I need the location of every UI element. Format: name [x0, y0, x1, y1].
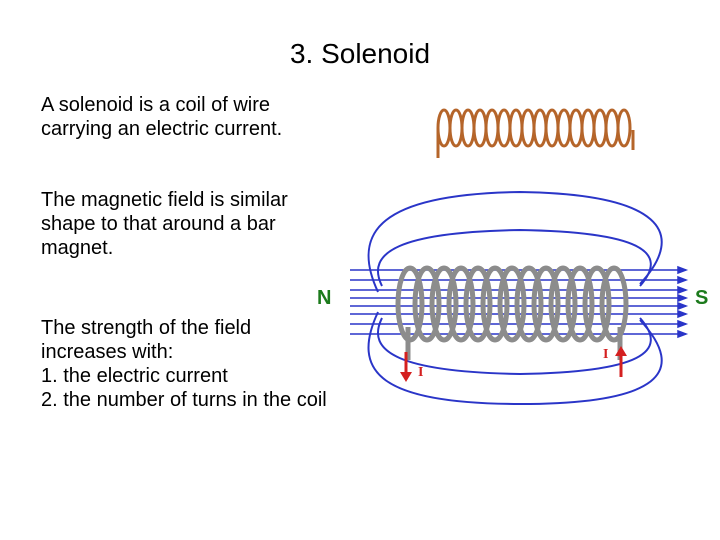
solenoid-field-diagram: I I	[350, 190, 689, 406]
solenoid-turn	[514, 265, 544, 343]
solenoid-turn	[463, 265, 493, 343]
solenoid-turn	[599, 265, 629, 343]
solenoid-turn	[429, 265, 459, 343]
text-line: The strength of the field	[41, 317, 252, 339]
coil-turn	[436, 108, 452, 148]
field-arrowhead	[677, 319, 689, 329]
list-item: 1. the electric current	[41, 365, 228, 387]
field-loop-upper	[367, 190, 663, 293]
coil-turn	[448, 108, 464, 148]
text-line: A solenoid is a coil of wire	[41, 94, 271, 116]
coil-turn	[616, 108, 632, 148]
current-arrow-down	[400, 352, 412, 382]
coil-turn	[460, 108, 476, 148]
text-line: carrying an electric current.	[41, 118, 283, 140]
current-label-left: I	[418, 365, 423, 380]
field-arrowhead	[677, 301, 689, 311]
solenoid-turn	[446, 265, 476, 343]
copper-coil-image	[436, 108, 635, 158]
text-line: magnet.	[41, 237, 114, 259]
solenoid-turn	[582, 265, 612, 343]
solenoid-turn	[497, 265, 527, 343]
field-strength-text: The strength of the field increases with…	[41, 316, 441, 412]
coil-turn	[496, 108, 512, 148]
coil-turn	[532, 108, 548, 148]
field-arrowhead	[677, 275, 689, 285]
coil-turn	[604, 108, 620, 148]
current-label-right: I	[603, 347, 608, 362]
solenoid-turn	[412, 265, 442, 343]
coil-turn	[472, 108, 488, 148]
field-shape-text: The magnetic field is similar shape to t…	[41, 188, 341, 260]
coil-turn	[484, 108, 500, 148]
field-arrowhead	[677, 329, 689, 339]
coil-turn	[592, 108, 608, 148]
list-item: 2. the number of turns in the coil	[41, 389, 327, 411]
solenoid-turn	[480, 265, 510, 343]
north-pole-label: N	[317, 287, 332, 309]
coil-turn	[568, 108, 584, 148]
field-arrowhead	[677, 309, 689, 319]
solenoid-turn	[531, 265, 561, 343]
solenoid-turn	[548, 265, 578, 343]
field-arrowhead	[677, 265, 689, 275]
coil-turn	[520, 108, 536, 148]
field-loop-upper-inner	[377, 228, 652, 287]
text-line: increases with:	[41, 341, 174, 363]
field-arrowhead	[677, 293, 689, 303]
slide-title: 3. Solenoid	[289, 38, 431, 69]
field-loop-lower-inner	[377, 317, 652, 376]
solenoid-turn	[565, 265, 595, 343]
south-pole-label: S	[695, 287, 709, 309]
solenoid-definition: A solenoid is a coil of wire carrying an…	[41, 93, 351, 141]
text-line: shape to that around a bar	[41, 213, 276, 235]
coil-turn	[544, 108, 560, 148]
field-loop-lower	[367, 311, 663, 406]
coil-turn	[556, 108, 572, 148]
coil-turn	[508, 108, 524, 148]
coil-turn	[580, 108, 596, 148]
current-arrow-up	[615, 346, 627, 377]
text-line: The magnetic field is similar	[41, 189, 288, 211]
field-arrowhead	[677, 285, 689, 295]
